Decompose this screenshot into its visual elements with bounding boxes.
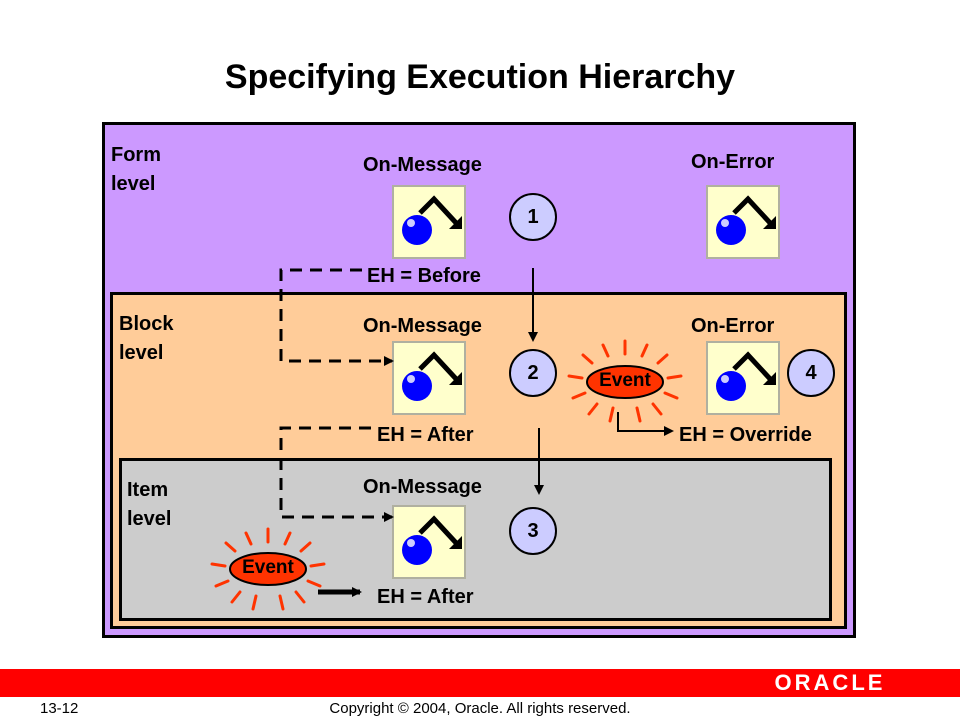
form-level-label-line2: level: [111, 173, 156, 195]
block-event-label: Event: [599, 370, 651, 391]
item-level-label-line2: level: [127, 508, 172, 530]
step-1-number: 1: [527, 206, 539, 228]
step-4-circle: 4: [786, 348, 836, 398]
step-2-circle: 2: [508, 348, 558, 398]
step-3-circle: 3: [508, 506, 558, 556]
copyright-text: Copyright © 2004, Oracle. All rights res…: [329, 700, 631, 717]
form-on-error-label: On-Error: [691, 151, 775, 173]
item-level-label: Item level: [127, 476, 171, 534]
block-on-error-eh-label: EH = Override: [679, 424, 812, 446]
step-1-circle: 1: [508, 192, 558, 242]
block-level-label-line1: Block: [119, 313, 174, 335]
block-level-label: Block level: [119, 310, 173, 368]
block-on-error-label: On-Error: [691, 315, 775, 337]
trigger-icon: [392, 341, 466, 415]
item-on-message-label: On-Message: [363, 476, 482, 498]
form-on-message-label: On-Message: [363, 154, 482, 176]
block-on-message-eh-label: EH = After: [377, 424, 474, 446]
arrow-event-to-override: [617, 412, 674, 436]
trigger-icon: [392, 185, 466, 259]
dashed-connector-form: [279, 268, 394, 366]
dashed-connector-block: [279, 426, 394, 522]
oracle-logo: ORACLE: [774, 670, 886, 695]
footer-bar: [0, 669, 960, 697]
step-4-number: 4: [805, 362, 817, 384]
form-level-label-line1: Form: [111, 144, 161, 166]
item-level-label-line1: Item: [127, 479, 169, 501]
item-event-burst: Event: [208, 524, 328, 614]
item-level-box: [119, 458, 832, 621]
item-on-message-eh-label: EH = After: [377, 586, 474, 608]
trigger-icon: [706, 341, 780, 415]
trigger-icon: [706, 185, 780, 259]
burst-rays: [567, 339, 683, 423]
step-3-number: 3: [527, 520, 539, 542]
form-level-label: Form level: [111, 141, 161, 199]
step-2-number: 2: [527, 362, 539, 384]
trigger-icon: [392, 505, 466, 579]
burst-rays: [210, 527, 326, 611]
page-title: Specifying Execution Hierarchy: [224, 58, 736, 96]
block-on-message-label: On-Message: [363, 315, 482, 337]
block-event-burst: Event: [565, 336, 685, 426]
block-level-label-line2: level: [119, 342, 164, 364]
form-eh-label: EH = Before: [367, 265, 481, 287]
slide-number: 13-12: [40, 700, 79, 717]
item-event-label: Event: [242, 557, 294, 578]
